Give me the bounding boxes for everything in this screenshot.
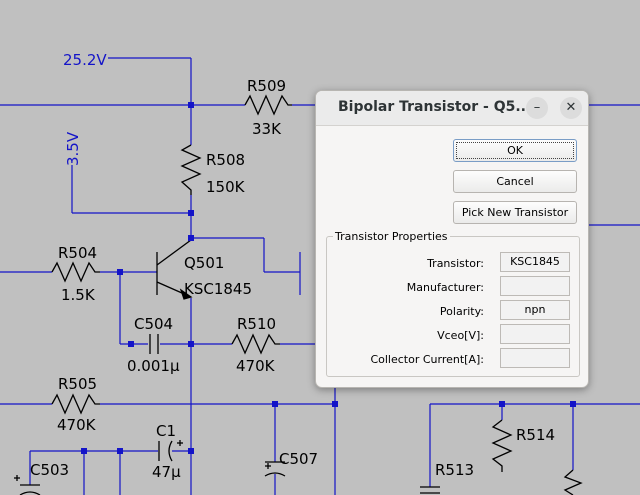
close-icon: ✕ bbox=[565, 100, 577, 115]
r504-symbol bbox=[51, 261, 100, 283]
collector-current-label: Collector Current[A]: bbox=[370, 353, 484, 366]
r510-value: 470K bbox=[236, 357, 276, 375]
cancel-button[interactable]: Cancel bbox=[453, 170, 577, 193]
r508-ref: R508 bbox=[206, 151, 245, 169]
r513-ref: R514 bbox=[516, 426, 555, 444]
c507-symbol bbox=[420, 486, 440, 494]
r514-symbol bbox=[563, 469, 583, 495]
transistor-field[interactable]: KSC1845 bbox=[500, 252, 570, 272]
pick-new-transistor-button[interactable]: Pick New Transistor bbox=[453, 201, 577, 224]
minimize-icon: – bbox=[533, 100, 541, 115]
r505-value: 470K bbox=[57, 416, 97, 434]
r510-symbol bbox=[231, 333, 280, 355]
r504-value: 1.5K bbox=[61, 286, 96, 304]
c506-symbol bbox=[264, 461, 286, 477]
vceo-label: Vceo[V]: bbox=[437, 329, 484, 342]
c504-value: 0.001µ bbox=[127, 357, 180, 375]
r504-ref: R504 bbox=[58, 244, 97, 262]
c506-ref: C507 bbox=[279, 450, 318, 468]
r509-symbol bbox=[244, 94, 292, 116]
c504-symbol bbox=[149, 334, 159, 354]
c1-value: 47µ bbox=[152, 463, 181, 481]
q501-value: KSC1845 bbox=[184, 280, 252, 298]
c1-ref: C1 bbox=[156, 422, 176, 440]
manufacturer-field[interactable] bbox=[500, 276, 570, 296]
minimize-button[interactable]: – bbox=[526, 97, 548, 119]
c507-ref: R513 bbox=[435, 461, 474, 479]
r510-ref: R510 bbox=[237, 315, 276, 333]
transistor-properties-group bbox=[326, 236, 580, 377]
labels: 25.2V 3.5V R509 33K R508 150K R504 1.5K … bbox=[30, 51, 555, 481]
q501-ref: Q501 bbox=[184, 254, 224, 272]
component-symbols bbox=[14, 94, 583, 495]
c503-ref: C503 bbox=[30, 461, 69, 479]
polarity-field[interactable]: npn bbox=[500, 300, 570, 320]
bipolar-transistor-dialog: Bipolar Transistor - Q5... – ✕ OK Cancel… bbox=[315, 90, 589, 388]
r505-symbol bbox=[51, 393, 100, 415]
r509-ref: R509 bbox=[247, 77, 286, 95]
net-label-25v: 25.2V bbox=[63, 51, 107, 69]
wires bbox=[0, 57, 640, 495]
q501-symbol bbox=[156, 239, 193, 300]
c504-ref: C504 bbox=[134, 315, 173, 333]
r513-symbol bbox=[491, 419, 513, 472]
r508-value: 150K bbox=[206, 178, 246, 196]
ok-button[interactable]: OK bbox=[453, 139, 577, 162]
net-label-3v5: 3.5V bbox=[64, 131, 82, 166]
transistor-label: Transistor: bbox=[427, 257, 484, 270]
r505-ref: R505 bbox=[58, 375, 97, 393]
dialog-titlebar[interactable]: Bipolar Transistor - Q5... – ✕ bbox=[316, 91, 588, 126]
close-button[interactable]: ✕ bbox=[560, 97, 582, 119]
c503-symbol bbox=[14, 475, 41, 495]
c1-symbol bbox=[158, 440, 183, 462]
transistor-properties-title: Transistor Properties bbox=[333, 230, 450, 243]
polarity-label: Polarity: bbox=[439, 305, 484, 318]
manufacturer-label: Manufacturer: bbox=[406, 281, 484, 294]
dialog-title: Bipolar Transistor - Q5... bbox=[338, 99, 532, 115]
vceo-field[interactable] bbox=[500, 324, 570, 344]
collector-current-field[interactable] bbox=[500, 348, 570, 368]
r508-symbol bbox=[180, 144, 202, 195]
junction-dots bbox=[81, 102, 576, 454]
r509-value: 33K bbox=[252, 120, 282, 138]
